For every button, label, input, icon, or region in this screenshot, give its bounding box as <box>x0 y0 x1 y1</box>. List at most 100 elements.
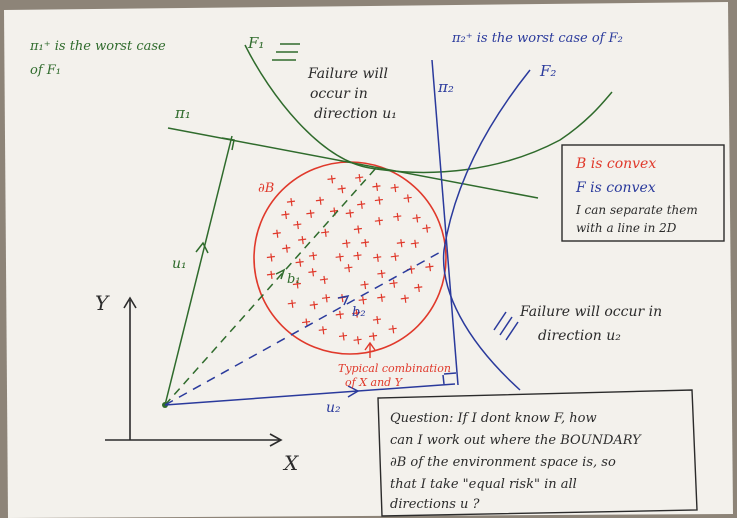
b2-label: b₂ <box>352 305 366 320</box>
sample-point <box>272 229 281 238</box>
convex-line-b: B is convex <box>575 156 656 172</box>
question-line5: directions u ? <box>390 497 481 512</box>
sample-point <box>335 253 344 262</box>
sample-point <box>422 224 431 233</box>
sample-point <box>360 238 370 248</box>
failure-u2-line1: Failure will occur in <box>519 304 662 320</box>
sample-point <box>295 258 304 267</box>
b1-arrowhead <box>275 268 286 280</box>
sample-point <box>353 336 362 345</box>
sample-point <box>373 253 382 262</box>
failure-u1-line2: occur in <box>310 86 368 102</box>
sample-point <box>338 332 348 341</box>
f2-label: F₂ <box>539 62 556 80</box>
sample-point <box>368 332 378 341</box>
sample-point <box>293 221 302 230</box>
right-angle-mark-2b <box>443 372 457 375</box>
pi2-label: π₂ <box>437 78 454 96</box>
sample-point <box>266 253 275 262</box>
sample-point <box>400 294 409 303</box>
sample-point <box>353 251 362 261</box>
sample-point <box>360 280 369 290</box>
sample-point <box>282 244 291 253</box>
hatch-5 <box>499 316 513 336</box>
u1-label: u₁ <box>172 256 187 272</box>
sample-point <box>412 214 421 223</box>
sample-point <box>309 301 318 310</box>
b1-dashed-line <box>164 167 377 406</box>
sample-point <box>335 310 344 319</box>
hatch-6 <box>505 321 519 341</box>
question-line2: can I work out where the BOUNDARY <box>390 433 642 448</box>
convex-line-separate: I can separate them <box>575 203 698 217</box>
sample-point <box>308 251 318 261</box>
sample-point <box>306 209 315 218</box>
sample-point <box>266 270 276 279</box>
sample-point <box>425 263 434 272</box>
f1-curve <box>244 44 613 174</box>
sample-point <box>319 275 329 284</box>
sample-point <box>393 212 402 221</box>
sample-point <box>353 225 362 234</box>
question-line3: ∂B of the environment space is, so <box>390 455 616 470</box>
pi1-worst-note-line2: of F₁ <box>30 63 61 78</box>
sample-point <box>342 239 351 248</box>
sample-point <box>327 175 336 184</box>
f1-label: F₁ <box>247 34 264 52</box>
sample-point <box>344 264 353 273</box>
pi1-worst-note-line1: π₁⁺ is the worst case <box>29 39 166 54</box>
sample-point <box>315 196 324 205</box>
hatch-4 <box>493 311 507 331</box>
sample-point <box>372 316 382 325</box>
sample-point <box>390 252 399 261</box>
typical-arrow <box>364 341 376 358</box>
u1-arrowhead <box>195 241 209 254</box>
sample-point <box>410 239 419 248</box>
u2-vector <box>164 383 456 406</box>
sample-point <box>389 279 398 288</box>
sample-point <box>357 200 366 209</box>
boundary-label: ∂B <box>258 181 274 196</box>
u1-vector <box>164 135 233 406</box>
f2-curve <box>442 69 531 391</box>
y-axis-label: Y <box>95 291 110 315</box>
sample-point <box>308 268 317 277</box>
sample-point <box>390 183 399 193</box>
x-axis-arrow <box>269 433 283 447</box>
question-line4: that I take "equal risk" in all <box>390 477 577 492</box>
question-line1: Question: If I dont know F, how <box>390 411 597 426</box>
sample-point <box>396 239 405 248</box>
sample-point <box>374 196 383 205</box>
sample-point <box>345 209 354 218</box>
sample-point <box>318 326 327 335</box>
right-angle-mark-1 <box>221 137 235 151</box>
sample-point <box>292 280 301 289</box>
sample-point <box>377 293 386 302</box>
u2-arrowhead <box>347 385 360 398</box>
u2-label: u₂ <box>326 400 341 416</box>
sample-point <box>302 318 311 327</box>
sample-point <box>286 198 296 207</box>
sample-point <box>403 194 412 203</box>
sample-point <box>414 283 423 292</box>
sample-point <box>388 325 397 334</box>
sample-point <box>337 185 346 194</box>
y-axis-arrow <box>123 296 137 309</box>
sample-point <box>372 182 381 191</box>
right-angle-mark-2a <box>442 374 445 385</box>
sample-point <box>287 299 296 308</box>
convex-note-box <box>561 144 725 242</box>
b2-dashed-line <box>164 249 445 406</box>
b1-label: b₁ <box>287 272 301 287</box>
question-box <box>377 389 698 517</box>
pi2-tangent-line <box>431 59 459 386</box>
axes <box>105 296 283 447</box>
convex-line-f: F is convex <box>575 180 656 196</box>
blue-elements <box>164 59 531 406</box>
failure-u2-line2: direction u₂ <box>538 328 621 344</box>
sample-point <box>377 269 386 279</box>
pi1-label: π₁ <box>174 104 191 122</box>
sample-point <box>358 296 367 305</box>
typical-note-line2: of X and Y <box>345 376 404 389</box>
